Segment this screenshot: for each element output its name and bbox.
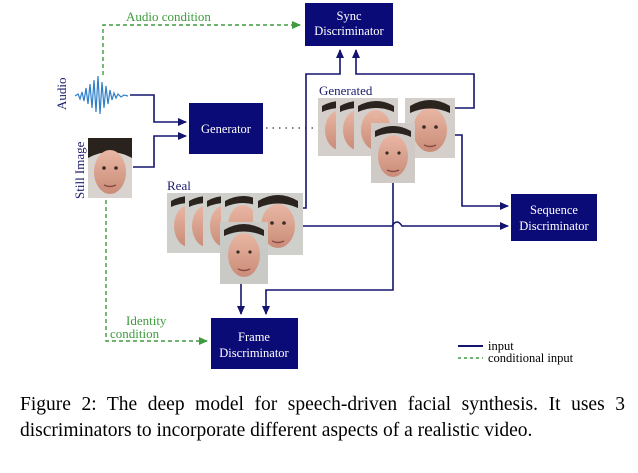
generated-to-sync-line: [352, 49, 475, 109]
real-frames: [167, 193, 303, 284]
audio-to-generator-line: [130, 94, 187, 126]
generated-label: Generated: [319, 83, 373, 98]
real-to-sequence-line: [303, 221, 509, 230]
svg-text:Discriminator: Discriminator: [314, 24, 384, 38]
svg-text:Generator: Generator: [201, 122, 252, 136]
identity-condition-line: [105, 200, 208, 345]
frame-discriminator-block: Frame Discriminator: [211, 318, 298, 369]
audio-condition-label: Audio condition: [126, 9, 211, 24]
audio-label: Audio: [54, 78, 69, 111]
legend: input conditional input: [458, 339, 574, 365]
svg-text:Sync: Sync: [337, 9, 362, 23]
svg-text:Sequence: Sequence: [530, 203, 578, 217]
svg-text:Discriminator: Discriminator: [219, 346, 289, 360]
audio-waveform-icon: [74, 75, 129, 115]
model-diagram: Audio condition Identity condition Audio…: [54, 3, 597, 369]
legend-input-label: input: [488, 339, 514, 353]
generator-block: Generator: [189, 103, 263, 154]
image-to-generator-line: [133, 132, 187, 168]
identity-condition-label-1: Identity: [126, 313, 167, 328]
audio-condition-line: [102, 21, 301, 75]
real-label: Real: [167, 178, 191, 193]
sync-discriminator-block: Sync Discriminator: [305, 3, 393, 46]
generated-frames: [318, 98, 455, 183]
generated-to-sequence-line: [455, 134, 509, 210]
figure-caption: Figure 2: The deep model for speech-driv…: [20, 394, 625, 441]
still-image-face: [88, 138, 132, 198]
svg-text:Discriminator: Discriminator: [519, 219, 589, 233]
legend-conditional-label: conditional input: [488, 351, 574, 365]
real-to-sync-line: [303, 49, 344, 209]
sequence-discriminator-block: Sequence Discriminator: [511, 194, 597, 241]
identity-condition-label-2: condition: [110, 326, 160, 341]
generated-to-frame-line: [262, 183, 394, 315]
still-image-label: Still Image: [72, 141, 87, 199]
svg-text:Frame: Frame: [238, 330, 270, 344]
